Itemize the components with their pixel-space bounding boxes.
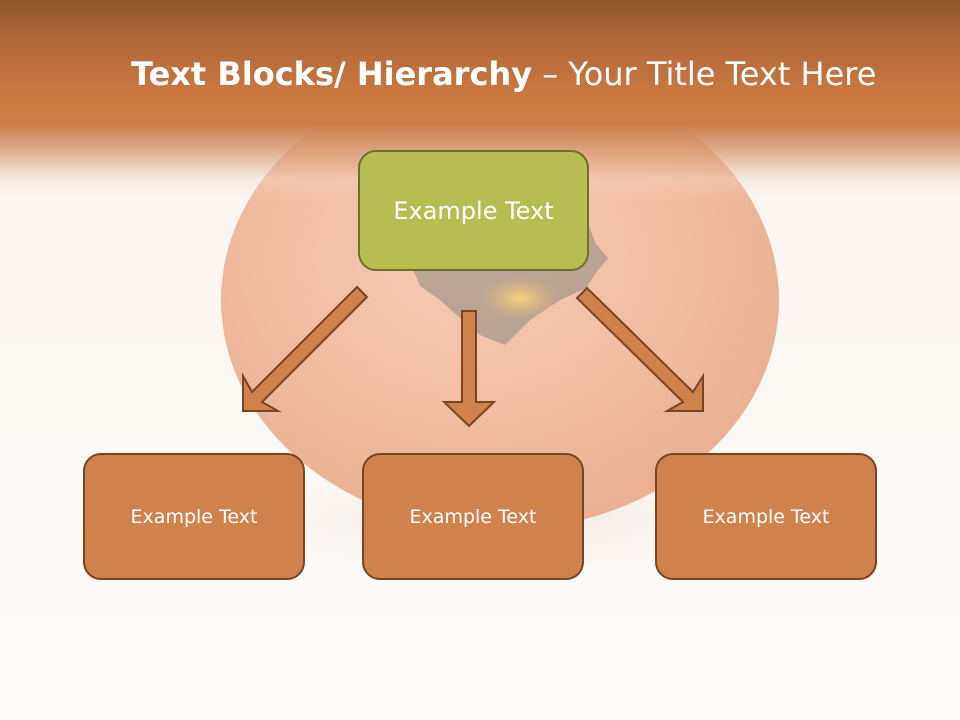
arrow-down: [441, 310, 497, 428]
egg-yolk: [480, 276, 560, 320]
title-bold-part: Text Blocks/ Hierarchy: [131, 55, 533, 93]
title-regular-part: – Your Title Text Here: [532, 55, 877, 93]
arrow-left: [242, 285, 369, 412]
parent-text-block[interactable]: Example Text: [358, 150, 589, 271]
child-text-block-label: Example Text: [702, 505, 830, 528]
child-text-block-label: Example Text: [130, 505, 258, 528]
parent-text-block-label: Example Text: [393, 196, 554, 225]
arrow-right: [575, 286, 704, 412]
child-text-block-label: Example Text: [409, 505, 537, 528]
child-text-block-right[interactable]: Example Text: [655, 453, 877, 580]
child-text-block-center[interactable]: Example Text: [362, 453, 584, 580]
slide-title: Text Blocks/ Hierarchy – Your Title Text…: [131, 52, 876, 96]
child-text-block-left[interactable]: Example Text: [83, 453, 305, 580]
